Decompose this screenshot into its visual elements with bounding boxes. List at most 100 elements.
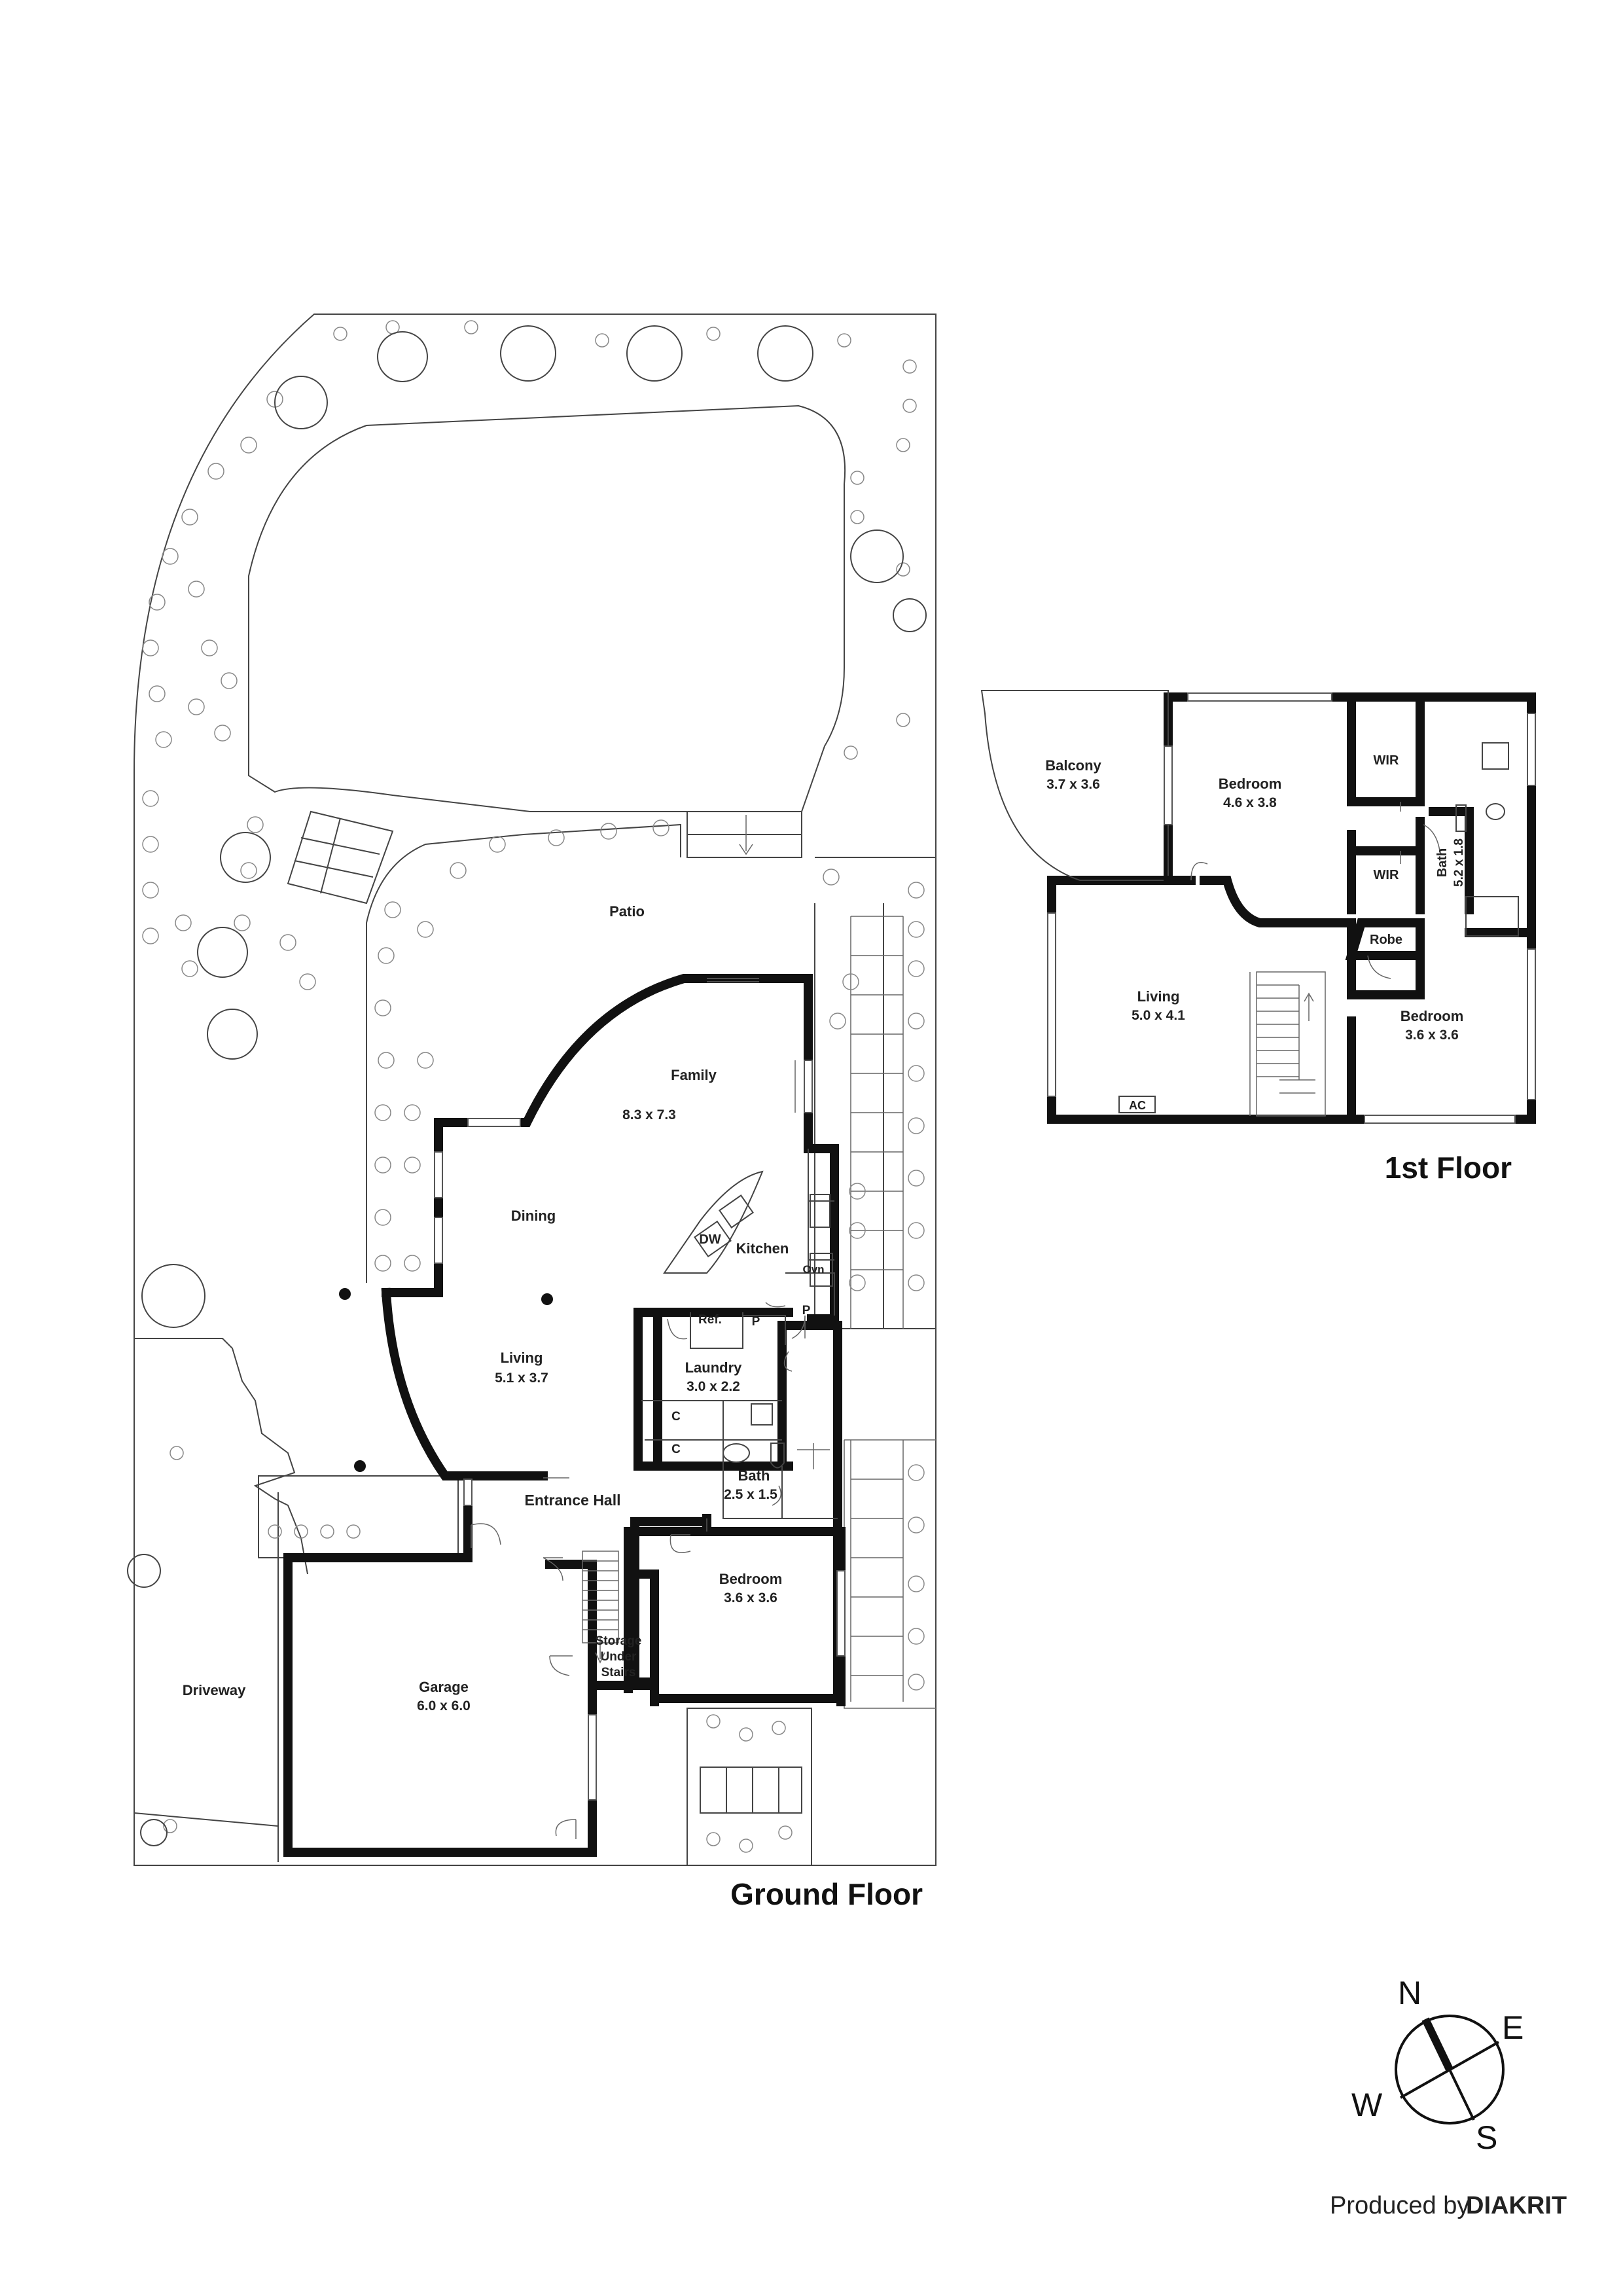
label-laundry-dim: 3.0 x 2.2 bbox=[687, 1379, 740, 1394]
label-balcony-dim: 3.7 x 3.6 bbox=[1046, 777, 1100, 792]
garage-right-wall bbox=[588, 1681, 659, 1706]
window-bedroom-east bbox=[836, 1570, 846, 1657]
label-bath-ff: Bath bbox=[1435, 848, 1450, 877]
label-garage-dim: 6.0 x 6.0 bbox=[417, 1698, 471, 1713]
label-ac: AC bbox=[1129, 1099, 1146, 1112]
label-robe: Robe bbox=[1370, 933, 1402, 947]
laundry-wall bbox=[633, 1308, 793, 1471]
label-bath-dim: 2.5 x 1.5 bbox=[724, 1487, 777, 1502]
label-pantry-1: P bbox=[752, 1315, 760, 1329]
label-driveway: Driveway bbox=[183, 1682, 246, 1698]
basin-first bbox=[1486, 803, 1505, 820]
entrance-wall bbox=[283, 1475, 597, 1857]
oven-box bbox=[810, 1253, 833, 1287]
shrubs bbox=[142, 320, 925, 1853]
window-ff-bath bbox=[1527, 713, 1536, 786]
side-path-pavers bbox=[850, 916, 904, 1329]
label-bedroom-main-dim: 4.6 x 3.8 bbox=[1223, 795, 1277, 810]
credit-produced-by: Produced by bbox=[1330, 2192, 1469, 2219]
label-bedroom: Bedroom bbox=[719, 1571, 783, 1587]
compass-needle-ew bbox=[1400, 2041, 1499, 2099]
shower-ground bbox=[797, 1443, 830, 1469]
trees bbox=[127, 325, 927, 1846]
compass-e: E bbox=[1502, 2009, 1524, 2046]
sliding-doors bbox=[543, 978, 796, 1479]
window-ff-bedroom bbox=[1187, 692, 1332, 702]
ground-floor-plan bbox=[127, 314, 936, 1866]
compass-s: S bbox=[1476, 2119, 1497, 2156]
kitchen-island bbox=[663, 1170, 764, 1274]
label-bedroom-main: Bedroom bbox=[1219, 776, 1282, 792]
lawn-outline bbox=[248, 404, 846, 812]
label-cupboard-2: C bbox=[671, 1443, 681, 1456]
balcony-outline bbox=[980, 690, 1169, 881]
first-floor-title: 1st Floor bbox=[1385, 1151, 1512, 1185]
dining-wall bbox=[382, 1118, 816, 1471]
label-storage-2: Under bbox=[601, 1650, 637, 1664]
window-ff-east bbox=[1527, 948, 1536, 1100]
side-path-lines bbox=[814, 857, 936, 1329]
laundry-tub bbox=[751, 1403, 773, 1426]
front-garden bbox=[687, 1708, 812, 1866]
first-floor-doors bbox=[1190, 802, 1440, 979]
label-pantry-2: P bbox=[802, 1304, 811, 1318]
window-family-east bbox=[804, 1060, 813, 1113]
label-bedroom-2: Bedroom bbox=[1400, 1008, 1464, 1024]
label-living-dim: 5.1 x 3.7 bbox=[495, 1371, 548, 1386]
label-laundry: Laundry bbox=[685, 1359, 743, 1376]
label-living: Living bbox=[501, 1350, 543, 1366]
label-living-ff: Living bbox=[1137, 988, 1180, 1005]
door-leafs-ground bbox=[471, 1316, 806, 1839]
front-step bbox=[258, 1475, 459, 1558]
compass-circle bbox=[1395, 2015, 1505, 2125]
dishwasher-rect bbox=[694, 1220, 732, 1258]
site-boundary bbox=[134, 314, 936, 1866]
window-ff-bedroom-2 bbox=[1364, 1115, 1516, 1124]
window-dining-west-2 bbox=[434, 1217, 443, 1264]
label-cupboard-1: C bbox=[671, 1410, 681, 1424]
label-patio: Patio bbox=[609, 903, 645, 920]
side-path-pavers-2 bbox=[844, 1439, 936, 1709]
ground-floor-title: Ground Floor bbox=[730, 1877, 923, 1911]
compass-rose: N E S W bbox=[1351, 1975, 1524, 2156]
patio-steps bbox=[687, 811, 802, 858]
label-bath: Bath bbox=[738, 1467, 770, 1484]
label-storage-3: Stairs bbox=[601, 1666, 636, 1679]
door-swings-ground bbox=[471, 1302, 806, 1837]
basin-ground bbox=[722, 1443, 750, 1463]
label-bedroom-dim: 3.6 x 3.6 bbox=[724, 1590, 777, 1605]
room-labels: Patio Family 8.3 x 7.3 Dining DW Kitchen… bbox=[183, 753, 1466, 1713]
sink-rect bbox=[719, 1194, 754, 1229]
label-entrance-hall: Entrance Hall bbox=[525, 1492, 621, 1509]
ac-box bbox=[1118, 1096, 1156, 1113]
stairs-ground bbox=[582, 1551, 619, 1664]
label-oven: Ovn bbox=[802, 1263, 824, 1276]
compass-w: W bbox=[1351, 2087, 1383, 2123]
bedroom-wall bbox=[624, 1514, 846, 1706]
cooktop bbox=[810, 1194, 830, 1228]
window-ff-balcony bbox=[1164, 745, 1173, 825]
column-dot-2 bbox=[541, 1293, 553, 1305]
window-ff-living bbox=[1047, 912, 1056, 1097]
living-curve-wall bbox=[381, 1287, 548, 1480]
label-balcony: Balcony bbox=[1045, 757, 1101, 774]
step-arrow bbox=[739, 815, 753, 855]
label-living-ff-dim: 5.0 x 4.1 bbox=[1132, 1008, 1185, 1023]
label-wir-1: WIR bbox=[1374, 753, 1399, 768]
column-dot-3 bbox=[354, 1460, 366, 1472]
first-floor-inner-walls bbox=[1164, 692, 1536, 1124]
label-bedroom-2-dim: 3.6 x 3.6 bbox=[1405, 1028, 1459, 1043]
label-kitchen: Kitchen bbox=[736, 1240, 789, 1257]
label-dining: Dining bbox=[511, 1208, 556, 1224]
label-storage-1: Storage bbox=[596, 1634, 642, 1648]
first-floor-plan bbox=[980, 690, 1536, 1124]
label-garage: Garage bbox=[419, 1679, 469, 1695]
column-dot-1 bbox=[339, 1288, 351, 1300]
window-garage-east bbox=[588, 1714, 597, 1801]
label-wir-2: WIR bbox=[1374, 868, 1399, 882]
compass-needle-north bbox=[1421, 2017, 1454, 2072]
garden-bed-left bbox=[366, 823, 681, 1283]
toilet-ground bbox=[770, 1443, 785, 1469]
garden-steps bbox=[287, 810, 394, 905]
